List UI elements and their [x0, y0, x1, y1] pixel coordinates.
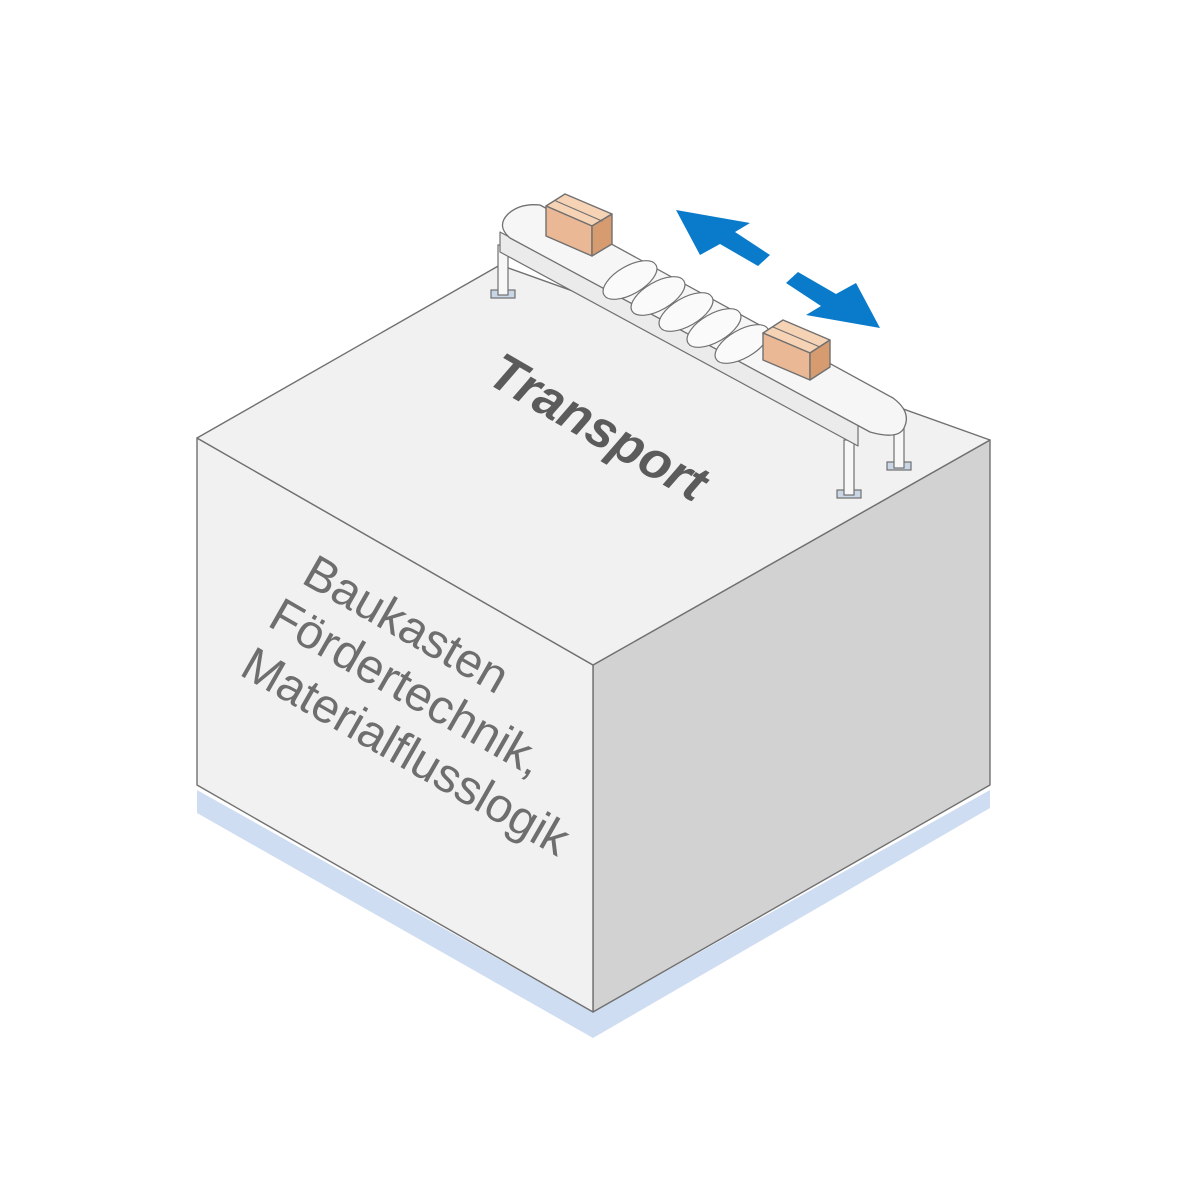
- arrow-right-head: [786, 272, 880, 328]
- box-icon: [762, 319, 831, 381]
- cube-top-face: [196, 264, 991, 666]
- bidirectional-arrow-icon: [676, 210, 880, 328]
- box-icon: [545, 193, 613, 257]
- arrow-left-head: [676, 210, 770, 266]
- conveyor-rollers: [602, 260, 770, 364]
